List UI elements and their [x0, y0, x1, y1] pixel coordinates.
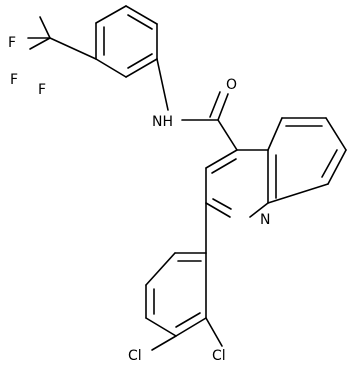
- bond-q-c4-c3-inner: [211, 158, 237, 174]
- bond-f1-c: [29, 37, 51, 50]
- bond-q-n-c8a: [249, 202, 269, 218]
- bond-ring-nh: [156, 58, 169, 111]
- atom-label-cl1: Cl: [128, 348, 142, 364]
- bond-q-c2-n-inner: [212, 198, 232, 210]
- bond-ring-a5: [125, 58, 158, 78]
- bond-q-c4-c3: [205, 149, 238, 169]
- bond-b5-inner: [175, 312, 201, 328]
- bond-b2: [145, 252, 176, 286]
- atom-label-f1: F: [8, 35, 16, 51]
- bond-f3-c: [39, 16, 51, 39]
- atom-label-nh: NH: [152, 114, 173, 130]
- atom-label-f2: F: [38, 82, 46, 98]
- bond-carbonyl-quinoline: [217, 119, 238, 151]
- atom-label-o: O: [226, 77, 237, 93]
- bond-b5: [175, 317, 207, 337]
- bond-ring-a6: [95, 58, 127, 78]
- bond-cf3-ring: [49, 37, 97, 60]
- bond-ring-a5-inner: [127, 53, 153, 69]
- atom-label-n: N: [260, 212, 270, 228]
- bond-carbonyl-o-double: [209, 91, 221, 118]
- bond-ring-a3-inner: [127, 14, 153, 30]
- atom-label-f3: F: [10, 72, 18, 88]
- bond-c-cl2: [205, 317, 223, 347]
- atom-label-cl2: Cl: [212, 348, 226, 364]
- bond-q-c7-c8-inner: [321, 149, 338, 178]
- bond-q-c4a-c5: [267, 117, 283, 151]
- bond-q-c2-n: [205, 202, 231, 218]
- bond-q-c8-c8a: [267, 183, 329, 204]
- bond-q-c6-c7: [325, 117, 347, 151]
- bond-ring-a3: [125, 5, 158, 25]
- bond-q-c7-c8: [327, 149, 347, 185]
- bond-c-cl1: [151, 335, 177, 351]
- bond-b4: [145, 317, 177, 337]
- bond-ring-a2: [95, 5, 127, 24]
- bond-carbonyl-o: [217, 93, 229, 121]
